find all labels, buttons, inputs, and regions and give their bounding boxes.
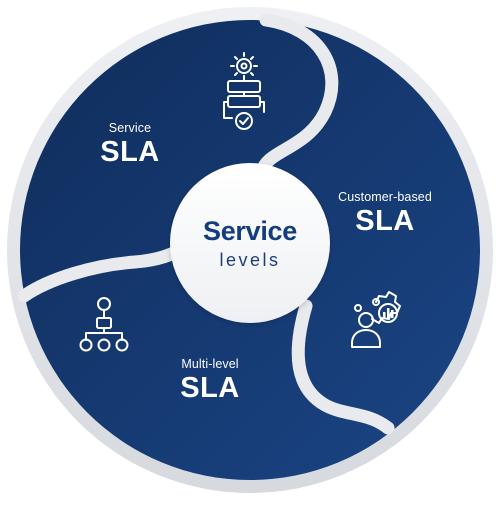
segment-small-label: Service: [108, 121, 152, 135]
segment-big-label: SLA: [355, 204, 415, 237]
separator-right: [291, 299, 395, 435]
person-gear-chart-icon: [351, 291, 401, 348]
segment-label-customer-based: Customer-based SLA: [320, 191, 450, 236]
segment-small-label: Multi-level: [181, 357, 239, 371]
separator-top: [255, 13, 339, 179]
flowchart-check-icon: [223, 52, 265, 130]
segment-big-label: SLA: [100, 135, 160, 168]
center-title: Service: [203, 216, 297, 246]
hierarchy-icon: [79, 297, 129, 352]
segment-label-multi-level: Multi-level SLA: [150, 358, 270, 403]
segment-big-label: SLA: [180, 371, 240, 404]
segment-small-label: Customer-based: [338, 190, 432, 204]
center-circle: [170, 163, 330, 323]
separator-left: [17, 243, 187, 303]
center-subtitle: levels: [219, 250, 281, 270]
segment-label-service: Service SLA: [80, 122, 180, 167]
